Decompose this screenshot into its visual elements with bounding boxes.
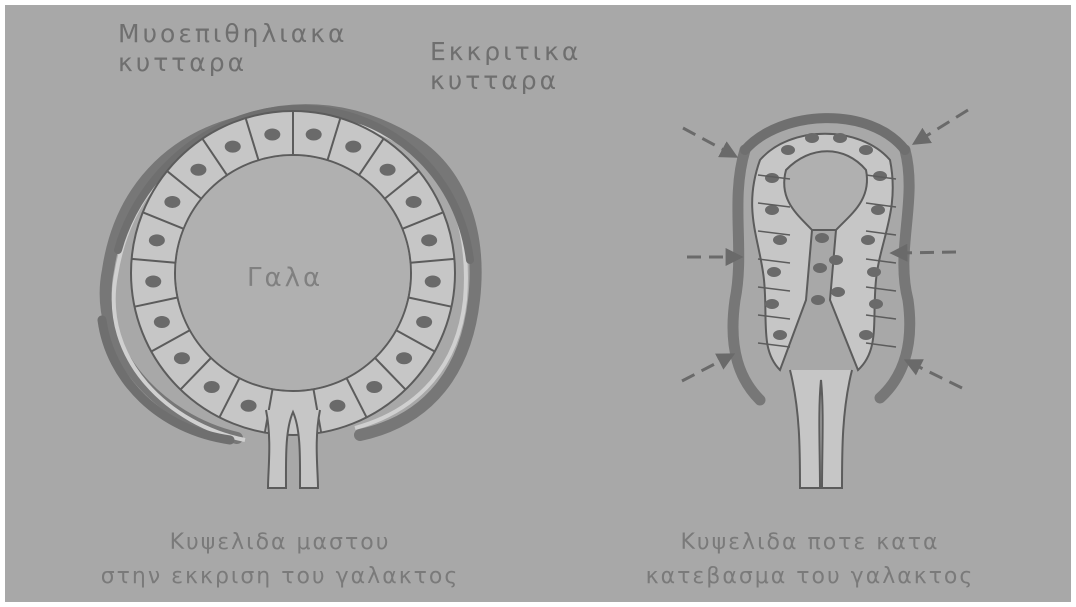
cell-nucleus: [765, 299, 779, 309]
cell-nucleus: [805, 133, 819, 143]
arrow-top-left-icon: [683, 128, 735, 156]
cell-nucleus: [859, 330, 873, 340]
cell-nucleus: [767, 267, 781, 277]
cell-nucleus: [264, 129, 280, 141]
cell-nucleus: [174, 352, 190, 364]
cell-nucleus: [867, 267, 881, 277]
arrow-bottom-left-icon: [682, 355, 732, 381]
cell-nucleus: [416, 316, 432, 328]
cell-nucleus: [149, 234, 165, 246]
cell-nucleus: [380, 164, 396, 176]
cell-nucleus: [329, 400, 345, 412]
cell-nucleus: [869, 299, 883, 309]
cell-nucleus: [225, 141, 241, 153]
label-myoepithelial-cells: Μυοεπιθηλιακα κυτταρα: [118, 20, 347, 78]
cell-nucleus: [154, 316, 170, 328]
cell-nucleus: [421, 234, 437, 246]
cell-nucleus: [811, 295, 825, 305]
cell-nucleus: [831, 287, 845, 297]
cell-nucleus: [773, 235, 787, 245]
cell-nucleus: [204, 381, 220, 393]
cell-nucleus: [861, 235, 875, 245]
cell-nucleus: [306, 129, 322, 141]
arrow-bottom-right-icon: [907, 361, 962, 388]
cell-nucleus: [425, 276, 441, 288]
cell-nucleus: [164, 196, 180, 208]
cell-nucleus: [871, 205, 885, 215]
cell-nucleus: [241, 400, 257, 412]
cell-nucleus: [859, 145, 873, 155]
duct-right: [790, 370, 852, 488]
cell-nucleus: [366, 381, 382, 393]
cell-nucleus: [765, 205, 779, 215]
cell-nucleus: [406, 196, 422, 208]
cell-nucleus: [815, 233, 829, 243]
secreting-alveolus: [102, 109, 476, 488]
arrow-mid-right-icon: [893, 252, 956, 253]
caption-left: Κυψελιδα μαστου στην εκκριση του γαλακτο…: [65, 526, 495, 594]
cell-nucleus: [829, 255, 843, 265]
cell-nucleus: [773, 330, 787, 340]
cell-nucleus: [145, 276, 161, 288]
cell-nucleus: [345, 141, 361, 153]
cell-nucleus: [833, 133, 847, 143]
cell-nucleus: [396, 352, 412, 364]
cell-nucleus: [781, 145, 795, 155]
arrow-top-right-icon: [915, 110, 968, 143]
label-milk: Γαλα: [247, 264, 323, 294]
cell-nucleus: [190, 164, 206, 176]
contracted-alveolus: [682, 110, 968, 488]
label-secretory-cells: Εκκριτικα κυτταρα: [430, 38, 581, 96]
cell-nucleus: [813, 263, 827, 273]
caption-right: Κυψελιδα ποτε κατα κατεβασμα του γαλακτο…: [610, 526, 1010, 594]
